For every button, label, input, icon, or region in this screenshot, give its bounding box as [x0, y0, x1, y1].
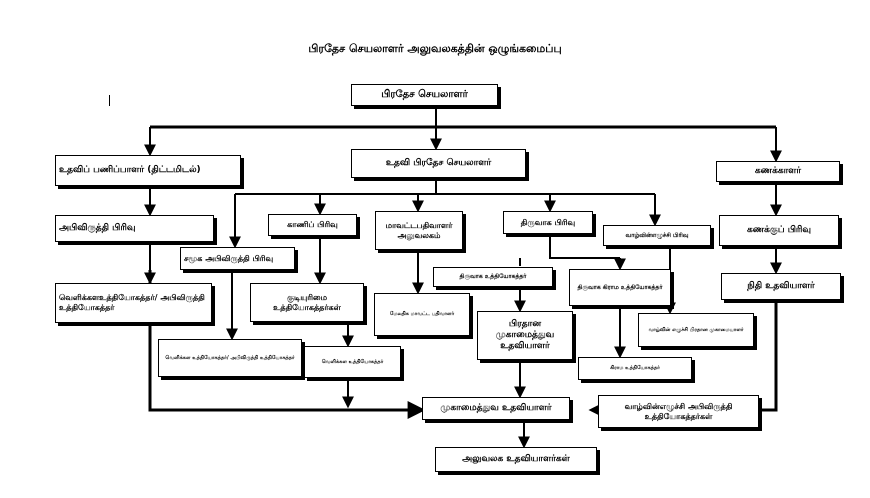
node-development-division: அபிவிருத்தி பிரிவு: [55, 215, 214, 242]
text-cursor: [109, 95, 110, 106]
node-office-assistants: அலுவலக உதவியாளர்கள்: [435, 447, 597, 472]
node-livelihood-division: வாழ்வின்எழுச்சி பிரிவு: [603, 225, 711, 246]
node-deputy-registrar: மேலதிக மாவட்ட பதிவாளர்: [374, 293, 470, 336]
node-district-registrar-office: மாவட்டபதிவாளர் அலுவலகம்: [375, 211, 463, 250]
node-divisional-secretary: பிரதேச செயலாளர்: [351, 84, 498, 106]
node-village-officers: கிராம உத்தியோகத்தர்: [578, 357, 692, 380]
node-management-assistant: முகாமைத்துவ உதவியாளர்: [422, 397, 570, 420]
node-social-development-division: சமூக அபிவிருத்தி பிரிவு: [180, 247, 295, 270]
node-accountant: கணக்காளர்: [716, 161, 840, 182]
node-livelihood-manager: வாழ்வின் எழுச்சி பிரதான முகாமையாளர்: [638, 313, 754, 347]
chart-title: பிரதேச செயலாளர் அலுவலகத்தின் ஒழுங்கமைப்ப…: [308, 42, 562, 55]
node-assistant-divisional-secretary: உதவி பிரதேச செயலாளர்: [351, 149, 526, 178]
node-administration-division: திருவாக பிரிவு: [503, 211, 593, 234]
node-land-division: காணிப் பிரிவு: [268, 214, 357, 236]
node-livelihood-development-officers: வாழ்வின்எழுச்சி அபிவிருத்தி உத்தியோகத்தர…: [598, 395, 759, 428]
node-finance-assistant: நிதி உதவியாளர்: [721, 273, 841, 300]
node-administration-officers: திருவாக உத்தியோகத்தர்: [433, 267, 553, 287]
node-gn-officers: திருவாக கிராம உத்தியோகத்தர்: [569, 269, 671, 306]
node-field-dev-officers-2: வெளிக்கள உத்தியோகத்தர்/ அபிவிருத்தி உத்த…: [158, 339, 302, 377]
node-field-officers: வெளிக்கள உத்தியோகத்தர்: [304, 346, 401, 378]
node-chief-management-assistant: பிரதான முகாமைத்துவ உதவியாளர்: [477, 311, 573, 360]
node-accounts-division: கணக்குப் பிரிவு: [719, 215, 839, 246]
node-assistant-director-planning: உதவிப் பணிப்பாளர் (திட்டமிடல்): [55, 155, 241, 186]
bottom-bus-right: [760, 300, 778, 412]
node-field-development-officers: வெளிக்களஉத்தியோகத்தர்/ அபிவிருத்தி உத்தி…: [55, 283, 212, 323]
node-civil-officers: குடியுரிமை உத்தியோகத்தர்கள்: [250, 283, 364, 322]
